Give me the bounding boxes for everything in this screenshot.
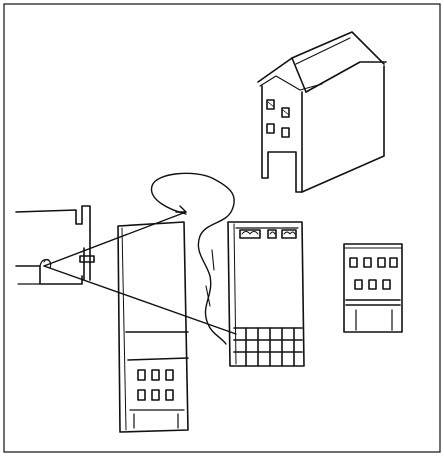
- sketch-frame: [4, 4, 440, 452]
- tall-building-window: [152, 390, 159, 400]
- connection-lines: [44, 173, 236, 344]
- left-wall-bracket: [80, 256, 94, 262]
- grid-building-outline: [228, 222, 304, 366]
- small-building-band: [346, 300, 400, 305]
- tall-building-band: [126, 332, 188, 360]
- house-window: [282, 128, 289, 137]
- perspective-house: [258, 32, 386, 192]
- grid-building-elevation: [228, 222, 304, 366]
- tall-building-window: [152, 370, 159, 380]
- house-window: [267, 124, 274, 133]
- tall-building-window: [166, 370, 173, 380]
- small-building-window: [390, 258, 397, 267]
- tall-building-elevation: [118, 222, 188, 432]
- left-wall-top: [16, 206, 90, 230]
- small-building-window: [369, 280, 376, 289]
- connector-line-top: [44, 212, 186, 266]
- small-building-window: [383, 280, 390, 289]
- small-building-window: [350, 258, 357, 267]
- tall-building-window: [138, 370, 145, 380]
- grid-building-grid: [234, 328, 302, 352]
- house-side-wall: [302, 66, 384, 192]
- tall-building-window: [138, 390, 145, 400]
- tall-building-window: [166, 390, 173, 400]
- small-building-elevation: [344, 244, 402, 332]
- left-wall-bottom: [16, 266, 82, 284]
- small-building-window: [364, 258, 371, 267]
- small-building-window: [355, 280, 362, 289]
- small-building-window: [378, 258, 385, 267]
- left-wall-fragment: [16, 206, 94, 284]
